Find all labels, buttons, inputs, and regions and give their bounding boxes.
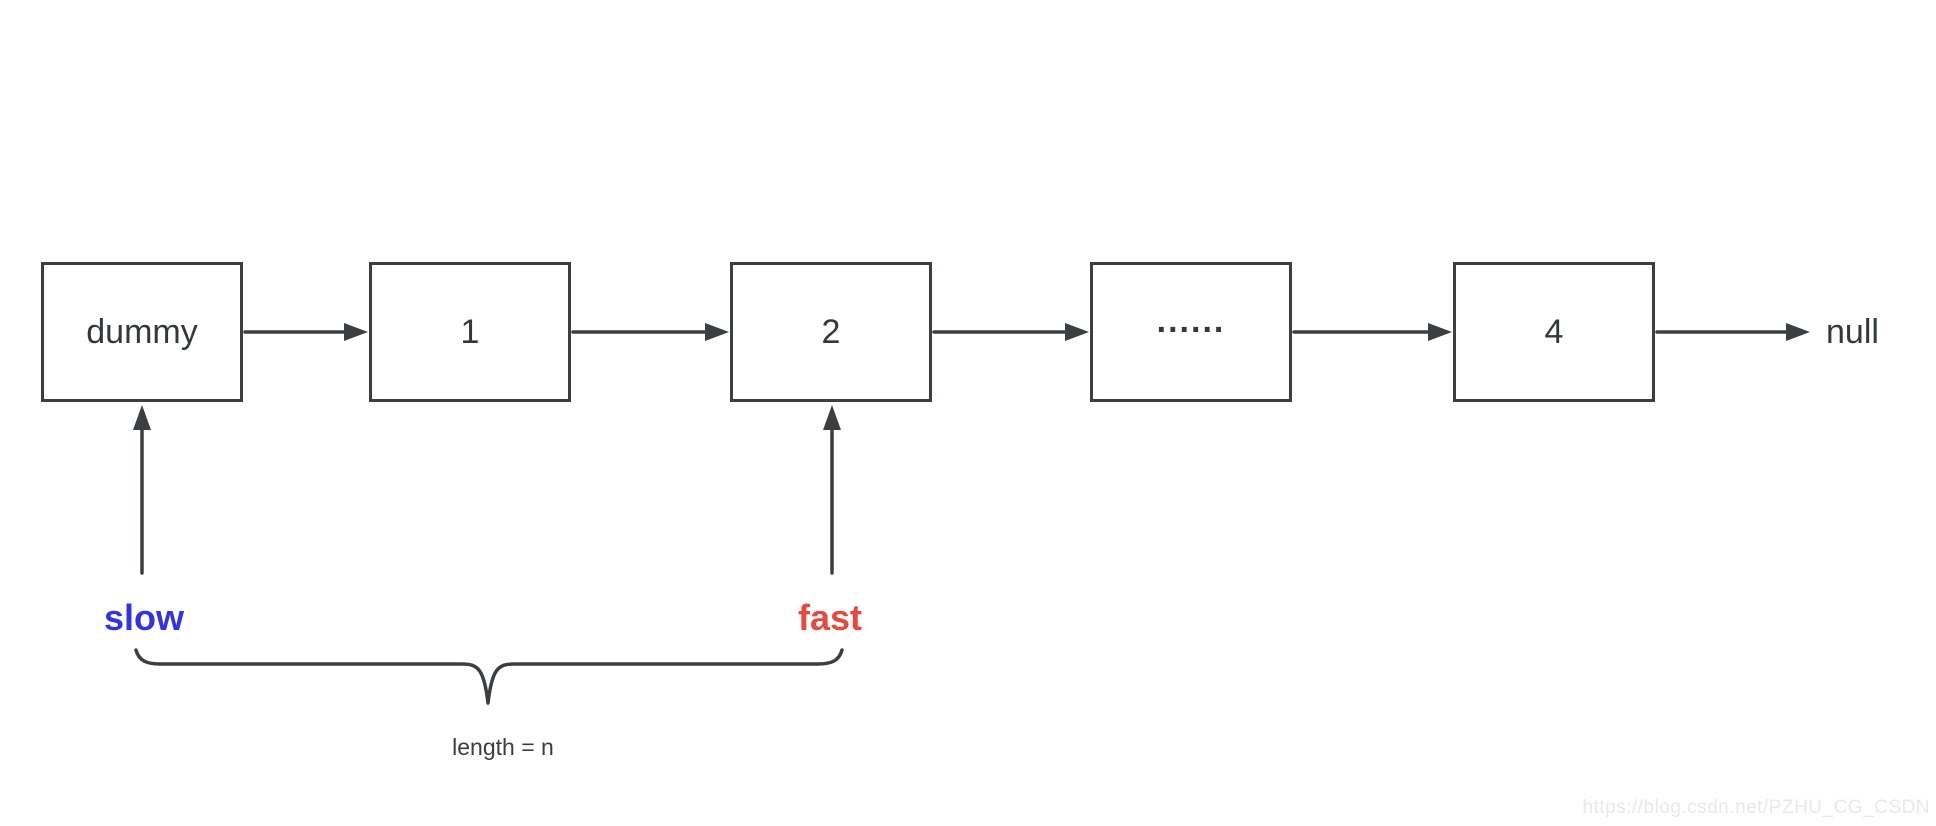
next-arrow-4-to-null [1655, 323, 1810, 341]
next-arrow-dummy-to-1 [243, 323, 368, 341]
fast-pointer-label: fast [797, 597, 863, 638]
node-dummy-label: dummy [86, 312, 198, 351]
next-arrow-1-to-2 [571, 323, 729, 341]
node-dummy: dummy [41, 262, 243, 402]
node-1-label: 1 [460, 312, 480, 351]
node-4-label: 4 [1544, 312, 1564, 351]
node-4: 4 [1453, 262, 1655, 402]
node-1: 1 [369, 262, 571, 402]
length-caption: length = n [452, 734, 554, 760]
slow-pointer-label: slow [103, 597, 184, 638]
node-ellipsis: ...... [1090, 262, 1292, 402]
null-terminator-label: null [1826, 312, 1879, 351]
fast-pointer-arrow [823, 405, 841, 575]
next-arrow-ellipsis-to-4 [1292, 323, 1452, 341]
slow-pointer-arrow [133, 405, 151, 575]
watermark-url: https://blog.csdn.net/PZHU_CG_CSDN [1582, 797, 1930, 818]
node-2-label: 2 [821, 312, 841, 351]
length-underbrace [134, 648, 844, 705]
next-arrow-2-to-ellipsis [932, 323, 1089, 341]
node-ellipsis-label: ...... [1156, 301, 1226, 340]
node-2: 2 [730, 262, 932, 402]
